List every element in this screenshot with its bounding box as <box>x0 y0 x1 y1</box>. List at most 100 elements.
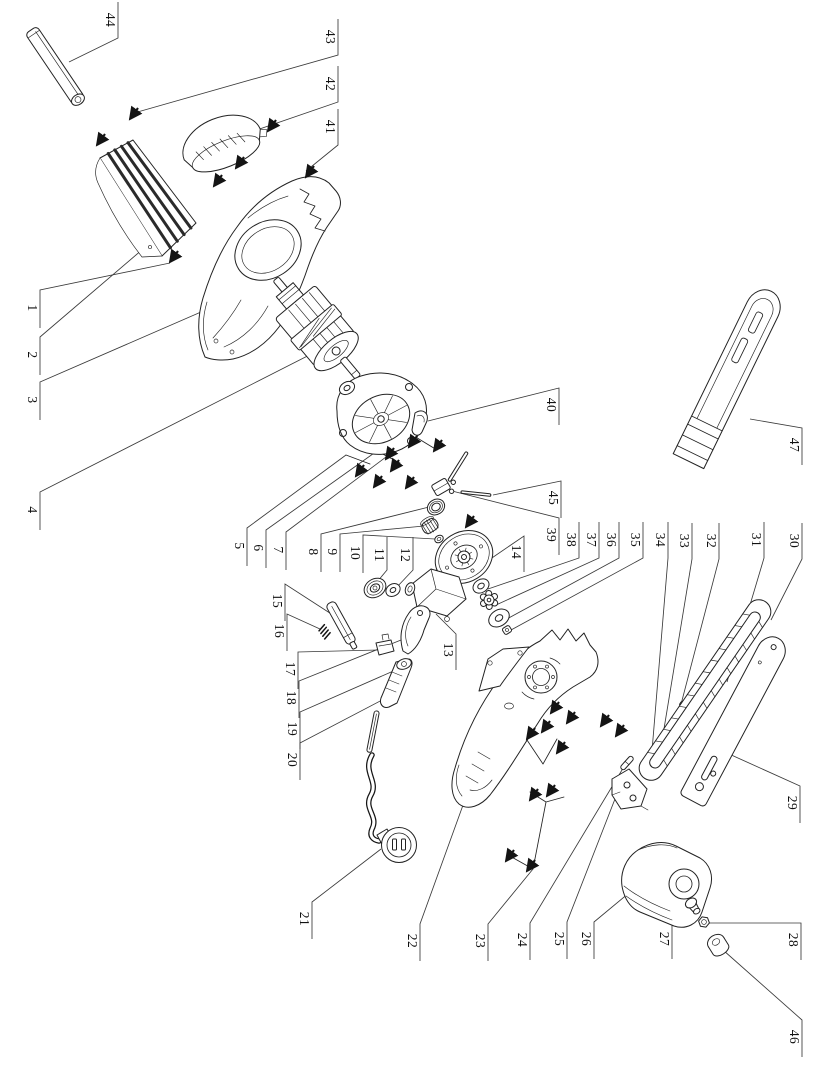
part-12-washer <box>385 583 401 597</box>
part-21-power-cord-plug <box>366 752 417 863</box>
part-36-washer <box>488 608 510 628</box>
part-callout-47: 47 <box>787 437 802 453</box>
part-15-switch-lever <box>326 601 358 650</box>
callout-leader-30 <box>770 523 803 621</box>
part-24-tension-pin <box>620 755 634 771</box>
part-callout-40: 40 <box>544 397 559 413</box>
part-callout-7: 7 <box>271 546 286 554</box>
part-callout-8: 8 <box>306 548 321 556</box>
part-30-saw-chain <box>638 599 772 781</box>
part-10-retaining-washer <box>434 534 444 544</box>
part-callout-46: 46 <box>787 1029 802 1045</box>
part-3-upper-housing <box>198 176 341 361</box>
part-callout-2: 2 <box>25 351 40 359</box>
callout-leader-19 <box>299 668 399 749</box>
part-22-rear-housing-body <box>451 628 599 808</box>
callout-leader-34 <box>650 522 669 764</box>
part-callout-22: 22 <box>405 933 420 949</box>
callout-leader-28 <box>708 922 802 960</box>
callout-leader-17 <box>297 649 379 689</box>
part-callout-9: 9 <box>325 548 340 556</box>
part-20-cord-sleeve <box>366 710 380 753</box>
callout-leader-36 <box>504 522 620 621</box>
callout-leader-5 <box>246 454 347 566</box>
callout-leader-6 <box>265 450 378 568</box>
callout-leader-23 <box>487 868 534 961</box>
callout-leader-1 <box>39 262 171 328</box>
part-callout-21: 21 <box>297 911 312 927</box>
callout-leader-25 <box>566 780 623 959</box>
part-callout-27: 27 <box>657 931 672 947</box>
part-19-cord-bushing <box>380 658 413 708</box>
part-callout-42: 42 <box>323 76 338 92</box>
part-29-guide-bar <box>680 636 786 807</box>
callout-leader-24 <box>529 764 626 960</box>
part-callout-1: 1 <box>25 304 40 312</box>
callout-leader-41 <box>305 109 339 172</box>
callout-leader-13 <box>435 613 457 670</box>
part-28-bar-nut <box>698 916 710 928</box>
part-callout-26: 26 <box>579 931 594 947</box>
part-39-oiler-bracket <box>431 478 456 496</box>
part-11-bearing <box>363 577 387 599</box>
part-callout-33: 33 <box>677 533 692 549</box>
screw-arrows <box>95 105 629 873</box>
callout-leader-11 <box>376 537 388 583</box>
part-callout-14: 14 <box>509 544 524 560</box>
part-40-motor-mount-fan-housing <box>336 372 428 455</box>
part-callout-45: 45 <box>546 490 561 506</box>
callout-leader-38 <box>487 522 580 590</box>
callout-leader-15 <box>284 583 337 621</box>
part-callout-16: 16 <box>272 623 287 639</box>
part-callout-19: 19 <box>285 721 300 737</box>
part-callout-13: 13 <box>441 642 456 658</box>
part-callout-32: 32 <box>704 533 719 549</box>
callout-leader-18 <box>298 637 407 718</box>
callout-leader-35 <box>510 522 644 631</box>
callout-leader-3 <box>39 301 225 420</box>
part-44-handle-tube <box>26 27 85 106</box>
part-callout-20: 20 <box>285 752 300 768</box>
part-callout-18: 18 <box>284 690 299 706</box>
part-callout-34: 34 <box>653 532 668 548</box>
part-47-bar-scabbard <box>672 289 781 470</box>
part-13-oil-pump <box>404 568 467 622</box>
part-callout-3: 3 <box>25 396 40 404</box>
part-callout-15: 15 <box>270 593 285 609</box>
part-callout-6: 6 <box>251 544 266 552</box>
part-16-spring <box>318 623 331 640</box>
part-callout-44: 44 <box>103 12 118 28</box>
callout-leader-43 <box>133 19 339 114</box>
part-18-trigger-lever <box>400 605 431 655</box>
part-26-sprocket-cover <box>621 842 713 928</box>
callout-leader-46 <box>722 949 803 1057</box>
callout-leader-32 <box>678 523 720 713</box>
part-callout-36: 36 <box>604 532 619 548</box>
part-callout-17: 17 <box>283 661 298 677</box>
part-38-washer <box>472 578 490 594</box>
part-46-cover-knob-cap <box>707 933 730 957</box>
part-callout-38: 38 <box>564 532 579 548</box>
part-callout-37: 37 <box>584 532 599 548</box>
part-callout-25: 25 <box>552 931 567 947</box>
callout-leader-37 <box>495 522 600 606</box>
callout-leader-16 <box>286 613 321 651</box>
callout-leader-44 <box>68 2 119 63</box>
part-37-worm-gear <box>479 590 499 610</box>
part-2-front-hand-guard <box>95 139 197 258</box>
part-callout-41: 41 <box>323 119 338 135</box>
callout-leader-40 <box>427 387 560 425</box>
callout-leader-22 <box>419 782 472 961</box>
callout-leader-47 <box>749 418 803 465</box>
callout-leader-45 <box>492 480 562 518</box>
callout-leader-2 <box>39 242 151 375</box>
callout-leader-7 <box>285 435 415 570</box>
callout-leader-14 <box>485 535 525 572</box>
callout-leader-20 <box>299 698 385 780</box>
part-callout-35: 35 <box>628 532 643 548</box>
part-callout-43: 43 <box>323 29 338 45</box>
part-42-brush-cap <box>182 114 268 173</box>
part-4-motor-armature <box>273 277 361 380</box>
